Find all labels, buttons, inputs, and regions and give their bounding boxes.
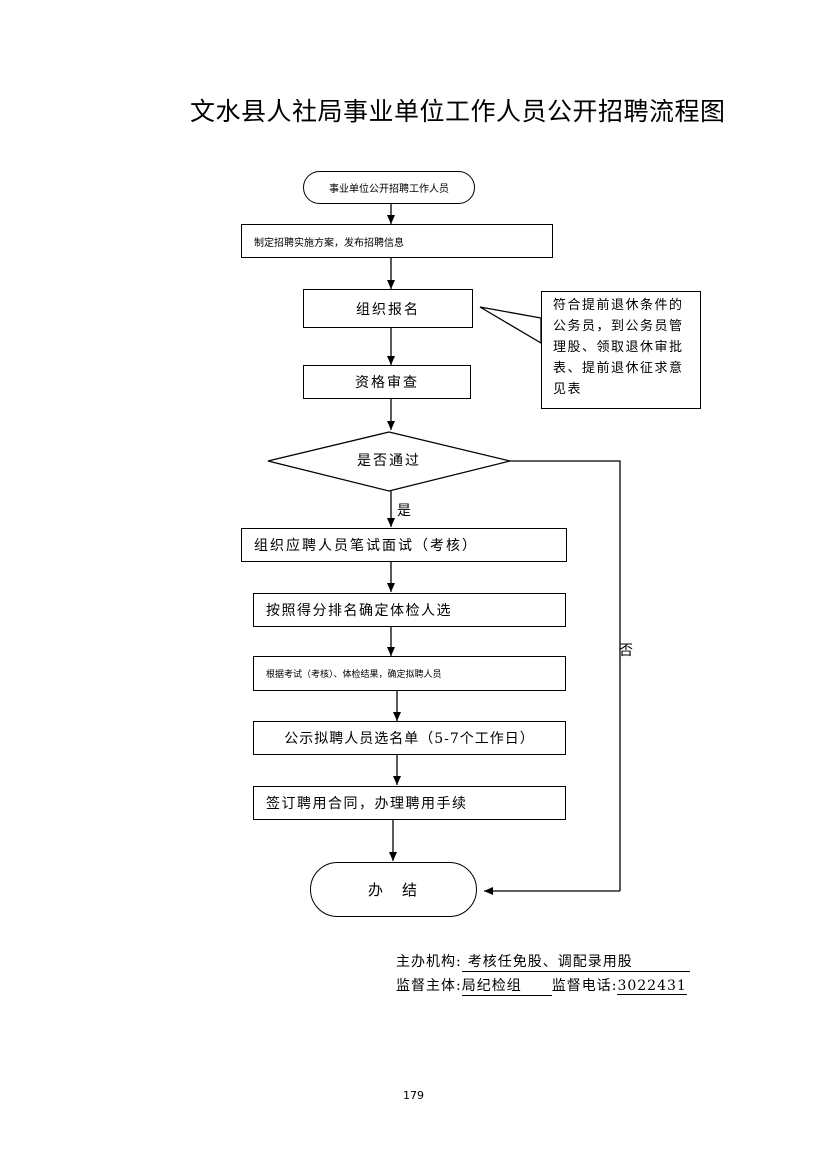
no-label: 否: [619, 643, 633, 659]
physical-exam-step: 按照得分排名确定体检人选: [253, 593, 566, 627]
determine-step-label: 根据考试（考核）、体检结果，确定拟聘人员: [266, 670, 442, 680]
note-callout-pointer: [479, 306, 542, 345]
supervisor-label: 监督主体:: [396, 978, 462, 994]
exam-step-label: 组织应聘人员笔试面试（考核）: [254, 538, 478, 554]
exam-step: 组织应聘人员笔试面试（考核）: [241, 528, 567, 562]
page-title: 文水县人社局事业单位工作人员公开招聘流程图: [190, 97, 726, 126]
start-node-label: 事业单位公开招聘工作人员: [329, 184, 449, 195]
plan-step-label: 制定招聘实施方案，发布招聘信息: [254, 237, 404, 249]
end-node: 办 结: [310, 862, 477, 917]
end-node-label: 办 结: [367, 881, 419, 899]
supervisor-line: 监督主体:局纪检组监督电话:3022431: [396, 975, 687, 996]
no-branch-line: [510, 460, 621, 891]
register-step-label: 组织报名: [356, 301, 420, 318]
start-node: 事业单位公开招聘工作人员: [303, 171, 475, 204]
supervisor-value: 局纪检组: [461, 975, 552, 996]
contract-step: 签订聘用合同，办理聘用手续: [253, 786, 566, 820]
physical-exam-step-label: 按照得分排名确定体检人选: [266, 603, 452, 619]
plan-step: 制定招聘实施方案，发布招聘信息: [241, 224, 553, 258]
publicize-step: 公示拟聘人员选名单（5-7个工作日）: [253, 721, 566, 755]
publicize-step-label: 公示拟聘人员选名单（5-7个工作日）: [284, 731, 535, 747]
decision-label: 是否通过: [357, 453, 421, 469]
host-line: 主办机构:考核任免股、调配录用股: [396, 951, 690, 972]
contract-step-label: 签订聘用合同，办理聘用手续: [266, 796, 468, 812]
register-step: 组织报名: [303, 289, 473, 328]
phone-value: 3022431: [617, 978, 687, 995]
retirement-note: 符合提前退休条件的公务员，到公务员管理股、领取退休审批表、提前退休征求意见表: [541, 291, 701, 409]
review-step-label: 资格审查: [355, 375, 419, 391]
host-label: 主办机构:: [396, 954, 462, 970]
decision-diamond: [267, 431, 511, 492]
yes-label: 是: [397, 503, 411, 519]
phone-label: 监督电话:: [551, 978, 618, 994]
review-step: 资格审查: [303, 365, 471, 399]
page-number: 179: [403, 1089, 424, 1102]
host-value: 考核任免股、调配录用股: [461, 951, 690, 972]
determine-step: 根据考试（考核）、体检结果，确定拟聘人员: [253, 656, 566, 691]
